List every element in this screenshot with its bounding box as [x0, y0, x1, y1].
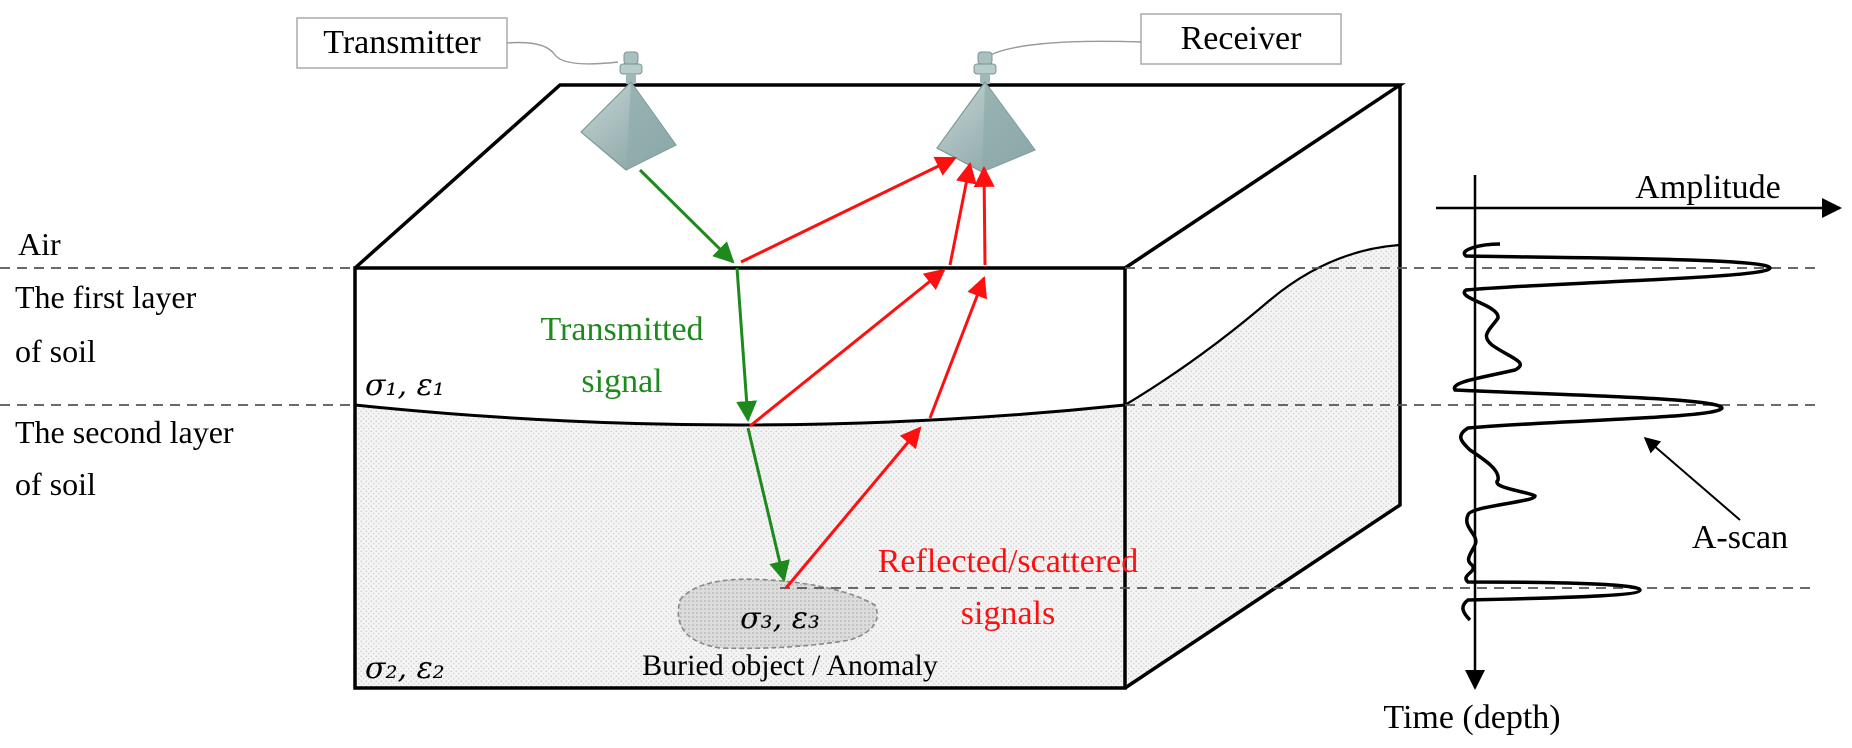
transmitted-label-line2: signal — [581, 363, 662, 400]
air-label: Air — [18, 226, 61, 262]
receiver-cable — [984, 40, 1142, 59]
second-layer-label-line2: of soil — [15, 466, 96, 502]
ascan-plot: Amplitude Time (depth) A-scan — [1383, 169, 1842, 736]
transmitter-label: Transmitter — [296, 17, 508, 69]
time-depth-label: Time (depth) — [1383, 699, 1560, 736]
reflected-signal-paths — [740, 156, 995, 589]
ascan-waveform — [1452, 242, 1772, 622]
amplitude-label: Amplitude — [1635, 169, 1780, 206]
horn-antenna-icon — [936, 51, 1036, 173]
second-layer-region — [355, 405, 1125, 688]
buried-object-label: Buried object / Anomaly — [642, 649, 938, 682]
soil-box — [353, 83, 1406, 690]
layer2-params: σ₂, ε₂ — [365, 651, 445, 686]
first-layer-label-line1: The first layer — [15, 279, 197, 315]
reflected-label-line1: Reflected/scattered — [878, 543, 1139, 580]
depth-reference-lines — [0, 267, 1815, 589]
reflected-label-line2: signals — [961, 595, 1055, 632]
box-top-face — [355, 85, 1400, 268]
first-layer-label-line2: of soil — [15, 333, 96, 369]
side-lower-region — [1125, 245, 1400, 688]
layer1-params: σ₁, ε₁ — [365, 368, 445, 403]
layer-boundary-side — [1124, 243, 1401, 406]
svg-text:Transmitter: Transmitter — [323, 24, 481, 61]
receiver-label: Receiver — [1140, 13, 1342, 65]
transmitted-signal-path — [638, 168, 790, 583]
ascan-pointer-arrow — [1643, 436, 1741, 521]
buried-object — [677, 578, 878, 650]
ascan-label: A-scan — [1692, 519, 1788, 556]
transmitter-cable — [506, 41, 619, 65]
transmitted-label-line1: Transmitted — [540, 311, 703, 348]
horn-antenna-icon — [580, 51, 677, 171]
layer-boundary-front — [354, 403, 1126, 427]
svg-text:Receiver: Receiver — [1181, 20, 1302, 57]
second-layer-label-line1: The second layer — [15, 414, 234, 450]
object-params: σ₃, ε₃ — [740, 601, 820, 636]
